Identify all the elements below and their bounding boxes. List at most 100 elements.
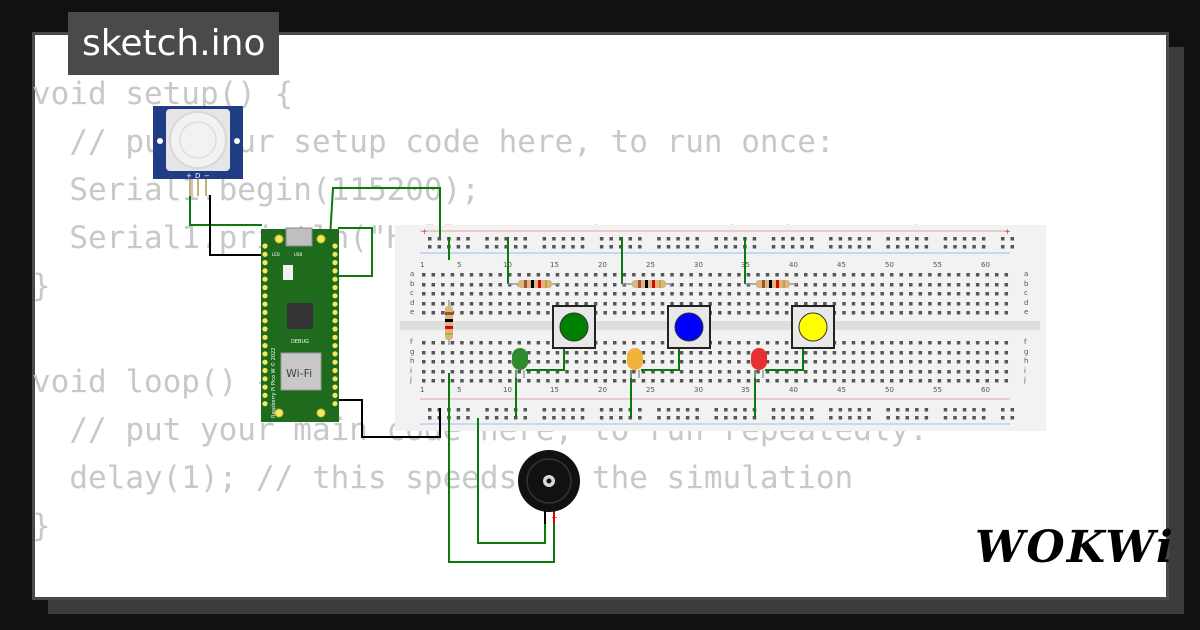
pir-pin-label: + bbox=[186, 172, 192, 180]
buzzer-plus-label: + bbox=[551, 513, 558, 522]
row-letter: j bbox=[1023, 376, 1026, 384]
pico-pins bbox=[262, 243, 338, 407]
row-letter: i bbox=[410, 367, 412, 375]
code-line: } bbox=[32, 268, 51, 304]
board-name: Raspberry Pi Pico W © 2022 bbox=[270, 348, 277, 418]
column-number: 50 bbox=[885, 386, 894, 394]
mount-hole bbox=[274, 234, 284, 244]
row-letter: g bbox=[410, 348, 414, 356]
column-number: 1 bbox=[420, 261, 424, 269]
buzzer[interactable]: + bbox=[518, 450, 580, 524]
push-button-green[interactable] bbox=[552, 305, 596, 349]
row-letter: g bbox=[1024, 348, 1028, 356]
push-button-blue[interactable] bbox=[667, 305, 711, 349]
breadboard: + + 1 5 10 15 20 25 30 35 40 45 50 55 60… bbox=[395, 225, 1046, 431]
row-letter: j bbox=[409, 376, 412, 384]
resistor bbox=[508, 280, 560, 288]
column-number: 30 bbox=[694, 386, 703, 394]
usb-port bbox=[285, 227, 313, 247]
column-number: 20 bbox=[598, 261, 607, 269]
pir-pin-label: D bbox=[195, 172, 200, 180]
row-letter: a bbox=[410, 270, 414, 278]
wire-led-btn-2 bbox=[641, 349, 680, 371]
row-letter: h bbox=[410, 357, 414, 365]
breadboard-center-channel bbox=[400, 321, 1040, 330]
row-letter: b bbox=[410, 280, 415, 288]
debug-label: DEBUG bbox=[291, 339, 309, 345]
mount-hole bbox=[157, 138, 163, 144]
led-label: LED bbox=[272, 252, 280, 257]
column-number: 25 bbox=[646, 261, 655, 269]
buzzer-ring bbox=[526, 458, 572, 504]
mount-hole bbox=[274, 408, 284, 418]
wire-led-btn-1 bbox=[526, 349, 565, 371]
column-number: 60 bbox=[981, 261, 990, 269]
resistor bbox=[445, 300, 453, 345]
wire-pico-rail bbox=[329, 187, 441, 239]
wire-buzzer-signal bbox=[448, 373, 555, 563]
row-letter: d bbox=[1024, 299, 1028, 307]
pir-sensor[interactable]: + D − bbox=[153, 106, 243, 196]
wire-pir-vcc bbox=[189, 195, 262, 226]
led-orange[interactable] bbox=[627, 348, 643, 378]
resistor bbox=[622, 280, 672, 288]
mount-hole bbox=[316, 234, 326, 244]
row-letter: e bbox=[410, 308, 414, 316]
pir-dome-ring bbox=[179, 121, 217, 159]
row-letter: c bbox=[1024, 289, 1028, 297]
push-button-yellow[interactable] bbox=[791, 305, 835, 349]
column-number: 30 bbox=[694, 261, 703, 269]
wire-pico-gnd bbox=[332, 399, 441, 438]
wire-led-btn-3 bbox=[765, 349, 804, 371]
column-number: 45 bbox=[837, 261, 846, 269]
column-number: 25 bbox=[646, 386, 655, 394]
wires bbox=[189, 187, 804, 563]
led-green[interactable] bbox=[512, 348, 528, 378]
row-letter: h bbox=[1024, 357, 1028, 365]
column-number: 5 bbox=[457, 261, 461, 269]
code-line: delay(1); // this speeds up the simulati… bbox=[32, 460, 854, 496]
buzzer-center bbox=[546, 478, 552, 484]
wifi-label: Wi-Fi bbox=[286, 367, 312, 380]
pico-w-board[interactable]: USB LED DEBUG Wi-Fi Raspberry Pi Pico W … bbox=[261, 227, 339, 422]
column-number: 1 bbox=[420, 386, 424, 394]
file-title-tab: sketch.ino bbox=[68, 12, 280, 75]
resistors bbox=[445, 280, 797, 345]
bootsel-button[interactable] bbox=[283, 265, 293, 280]
code-line: void loop() { bbox=[32, 364, 275, 400]
column-number: 45 bbox=[837, 386, 846, 394]
rail-plus-label: + bbox=[421, 227, 428, 236]
column-number: 55 bbox=[933, 261, 942, 269]
code-line: } bbox=[32, 508, 51, 544]
mount-hole bbox=[316, 408, 326, 418]
column-number: 60 bbox=[981, 386, 990, 394]
wire-pir-gnd bbox=[209, 195, 262, 256]
column-number: 40 bbox=[789, 261, 798, 269]
row-letter: i bbox=[1024, 367, 1026, 375]
row-letter: f bbox=[410, 338, 413, 346]
usb-label: USB bbox=[294, 252, 302, 257]
push-buttons bbox=[552, 305, 835, 349]
column-number: 5 bbox=[457, 386, 461, 394]
column-number: 15 bbox=[550, 261, 559, 269]
code-line: Serial1.begin(115200); bbox=[32, 172, 480, 208]
row-letter: e bbox=[1024, 308, 1028, 316]
column-number: 10 bbox=[503, 386, 512, 394]
pir-pin-label: − bbox=[204, 172, 210, 180]
wifi-module bbox=[280, 352, 322, 391]
row-letter: c bbox=[410, 289, 414, 297]
wokwi-logo: WOKWi bbox=[975, 522, 1175, 573]
column-number: 40 bbox=[789, 386, 798, 394]
row-letter: f bbox=[1024, 338, 1027, 346]
resistor bbox=[745, 280, 797, 288]
breadboard-row-letters: a b c d e f g h i j a b c d e f g h i j bbox=[409, 270, 1029, 384]
column-number: 55 bbox=[933, 386, 942, 394]
column-number: 20 bbox=[598, 386, 607, 394]
column-number: 35 bbox=[741, 386, 750, 394]
led-red[interactable] bbox=[751, 348, 767, 378]
column-number: 15 bbox=[550, 386, 559, 394]
column-number: 50 bbox=[885, 261, 894, 269]
leds bbox=[512, 348, 767, 378]
wire-buzzer-gnd bbox=[477, 418, 546, 544]
